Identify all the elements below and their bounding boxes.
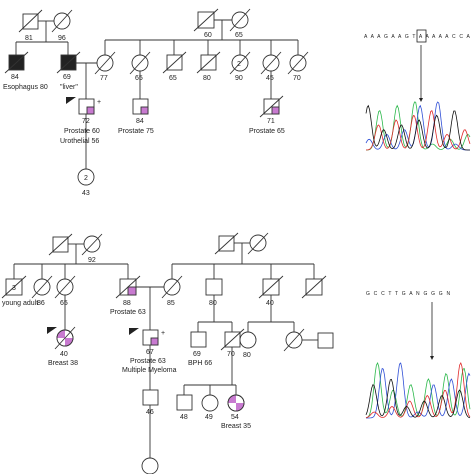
p2-note-breast-35: Breast 35 (221, 423, 251, 430)
p2-age-70: 70 (227, 351, 235, 358)
p1-note-prostate-75: Prostate 75 (118, 128, 154, 135)
p2-gen5-female-13 (141, 457, 159, 474)
p2-age-46: 46 (146, 409, 154, 416)
p1-age-90: 90 (235, 75, 243, 82)
p1-age-43: 43 (82, 190, 90, 197)
trace1-series-1 (365, 101, 470, 151)
p2-note-myeloma: Multiple Myeloma (122, 367, 177, 374)
trace1-series-0 (366, 101, 471, 151)
chromatogram-1: A A A G A A G T A A A A A C C A (364, 29, 471, 151)
p1-age-80: 80 (203, 75, 211, 82)
trace2-series-3 (365, 378, 471, 419)
trace-1 (365, 101, 471, 151)
p1-age-84: 84 (11, 74, 19, 81)
p1-note-esophagus: Esophagus 80 (3, 84, 48, 91)
p1-age-96: 96 (58, 35, 66, 42)
p1-age-70: 70 (293, 75, 301, 82)
p2-count-young: 3 (12, 285, 16, 292)
p1-note-prostate-60: Prostate 60 (64, 128, 100, 135)
trace1-series-2 (365, 109, 471, 151)
trace1-series-3 (365, 104, 470, 151)
chromatogram-2: G C C T T G A N G G G N (365, 291, 471, 419)
p2-note-prostate-63b: Prostate 63 (130, 358, 166, 365)
pedigree-2-labels: 92 3 young adult 86 65 88 Prostate 63 85… (2, 257, 274, 430)
p2-age-young: young adult (2, 300, 38, 307)
p2-age-40b: 40 (60, 351, 68, 358)
p1-age-45: 45 (266, 75, 274, 82)
p1-count-43: 2 (84, 175, 88, 182)
p2-age-49: 49 (205, 414, 213, 421)
p2-gen2-male-80 (205, 278, 223, 296)
p2-gen4-male-48 (176, 394, 193, 411)
trace2-series-2 (365, 362, 471, 419)
pedigree-1-labels: 81 96 84 Esophagus 80 69 "liver" 60 65 7… (3, 32, 301, 197)
p1-gen4-female-43 (77, 168, 95, 186)
p2-age-69: 69 (193, 351, 201, 358)
p1-age-69: 69 (63, 74, 71, 81)
p1-count-90: 2 (237, 61, 241, 68)
sequence-1: A A A G A A G T A A A A A C C A (364, 34, 471, 40)
p1-marker-72: + (97, 99, 101, 106)
p1-age-77: 77 (100, 75, 108, 82)
p2-gen3-male-69 (190, 331, 207, 348)
p1-age-84b: 84 (136, 118, 144, 125)
p2-age-65: 65 (60, 300, 68, 307)
p1-age-60: 60 (204, 32, 212, 39)
sequence-2: G C C T T G A N G G G N (366, 291, 451, 297)
p2-age-80: 80 (209, 300, 217, 307)
p2-gen4-female-49 (201, 394, 219, 412)
p2-age-80b: 80 (243, 352, 251, 359)
trace2-series-1 (366, 362, 471, 419)
p1-note-liver: "liver" (60, 84, 78, 91)
p2-age-86: 86 (37, 300, 45, 307)
p2-age-48: 48 (180, 414, 188, 421)
p1-note-prostate-65: Prostate 65 (249, 128, 285, 135)
p2-gen3-male-y (317, 332, 334, 349)
p2-note-breast-38: Breast 38 (48, 360, 78, 367)
p1-age-81: 81 (25, 35, 33, 42)
p1-age-71: 71 (267, 118, 275, 125)
p2-note-bph: BPH 66 (188, 360, 212, 367)
p1-age-65: 65 (235, 32, 243, 39)
p2-age-88: 88 (123, 300, 131, 307)
p2-gen3-female-80 (239, 331, 257, 349)
pedigree-1 (4, 8, 309, 186)
p1-age-65b: 65 (135, 75, 143, 82)
trace-2 (365, 362, 471, 419)
p1-note-urothelial: Urothelial 56 (60, 138, 99, 145)
p2-age-92: 92 (88, 257, 96, 264)
p2-gen4-male-46 (142, 389, 159, 406)
p2-age-67: 67 (146, 349, 154, 356)
p2-marker-67: + (161, 330, 165, 337)
p2-age-40: 40 (266, 300, 274, 307)
p1-age-65c: 65 (169, 75, 177, 82)
pedigree-2 (1, 232, 334, 474)
p2-note-prostate-63: Prostate 63 (110, 309, 146, 316)
p2-age-54: 54 (231, 414, 239, 421)
p1-age-72: 72 (82, 118, 90, 125)
p2-age-85: 85 (167, 300, 175, 307)
